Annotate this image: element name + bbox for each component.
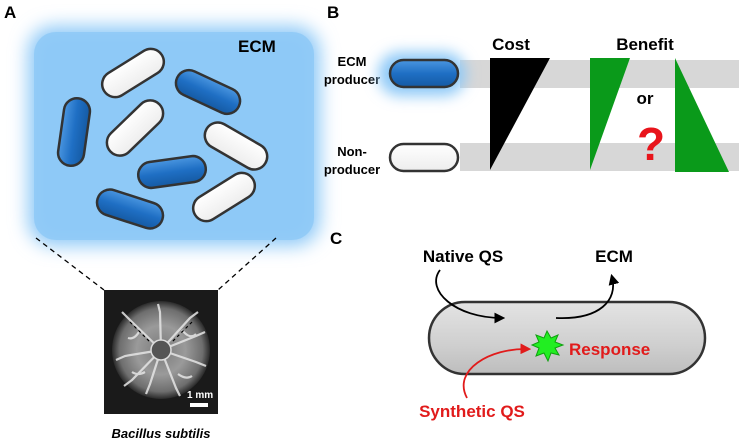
colony-zoom-dash-left: [129, 321, 151, 343]
producer-cell: [95, 188, 165, 230]
panel-b-letter: B: [327, 3, 339, 22]
panel-a-letter: A: [4, 3, 16, 22]
nonproducer-cell: [191, 171, 257, 223]
ecm-label: ECM: [238, 37, 276, 56]
benefit-wedge-decreasing: [590, 58, 630, 170]
colony-wrinkles: [115, 303, 207, 397]
colony-photo: 1 mm: [104, 290, 218, 414]
cells-cluster: [56, 47, 269, 230]
cost-header: Cost: [492, 35, 530, 54]
benefit-wedge-increasing: [675, 58, 729, 172]
nonproducer-cell: [203, 121, 269, 171]
producer-cell-icon: [388, 58, 460, 89]
producer-cell: [136, 154, 208, 190]
scale-bar: [190, 403, 208, 407]
or-label: or: [637, 89, 654, 108]
species-caption: Bacillus subtilis: [112, 426, 211, 441]
colony-center: [150, 339, 172, 361]
panel-b: B Cost Benefit ECM producer Non- produce…: [324, 3, 739, 177]
native-qs-label: Native QS: [423, 247, 503, 266]
nonproducer-cell: [105, 99, 165, 157]
scale-bar-label: 1 mm: [187, 390, 213, 401]
producer-label-line2: producer: [324, 72, 380, 87]
colony-zoom-dash-right: [171, 321, 193, 343]
benefit-header: Benefit: [616, 35, 674, 54]
panel-a: A ECM: [4, 3, 320, 441]
nonproducer-cell-icon: [388, 142, 460, 173]
cost-wedge: [490, 58, 550, 170]
question-mark: ?: [637, 118, 665, 170]
response-burst-icon: [530, 329, 565, 363]
ecm-output-label: ECM: [595, 247, 633, 266]
nonproducer-label-line1: Non-: [337, 144, 367, 159]
nonproducer-label-line2: producer: [324, 162, 380, 177]
synthetic-qs-label: Synthetic QS: [419, 402, 525, 421]
panel-c: C Native QS ECM Response Synthetic QS: [330, 229, 707, 421]
producer-cell: [174, 68, 242, 116]
panel-c-letter: C: [330, 229, 342, 248]
zoom-line-right: [217, 237, 277, 291]
ecm-output-arrow: [555, 273, 620, 319]
response-label: Response: [569, 340, 650, 359]
native-qs-arrow: [435, 269, 506, 324]
producer-cell: [56, 96, 92, 168]
synthetic-qs-arrow: [462, 343, 532, 399]
producer-label-line1: ECM: [338, 54, 367, 69]
